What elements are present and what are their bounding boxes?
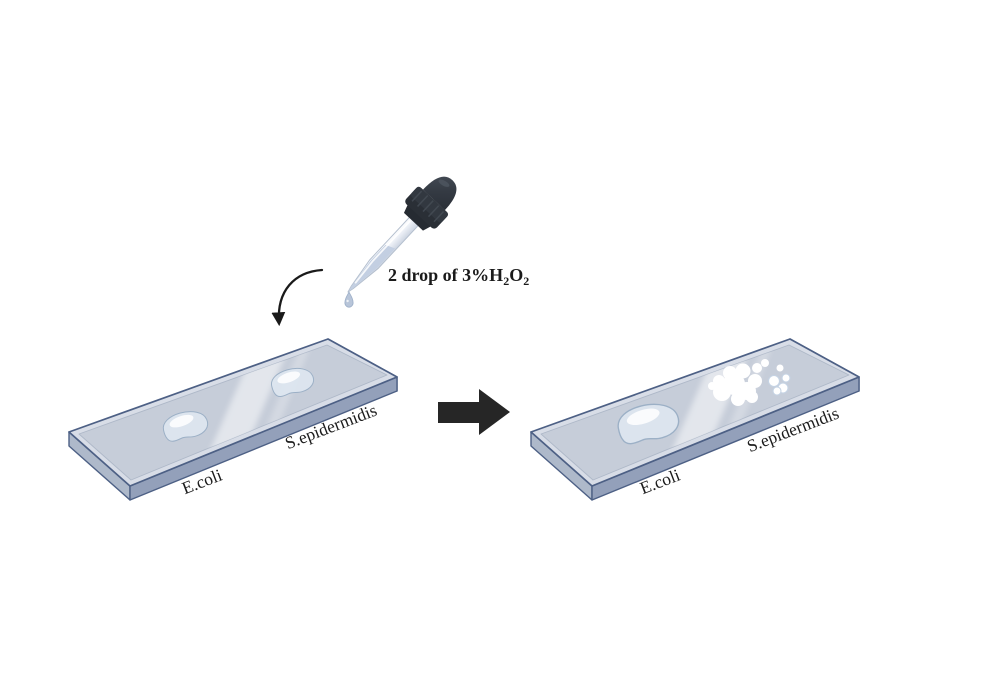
- bubbles-foam-icon: [708, 359, 791, 406]
- dropper-liquid: [348, 244, 396, 292]
- dropper-bulb: [422, 176, 457, 211]
- dropper-icon: [347, 176, 457, 293]
- dropper-collar: [403, 186, 449, 231]
- slide-after: E.coli S.epidermidis: [531, 338, 859, 500]
- drop-annotation: 2 drop of 3%H2O2: [388, 265, 529, 288]
- right-block-arrow-icon: [438, 389, 510, 435]
- slide-before: E.coli S.epidermidis: [69, 338, 397, 500]
- liquid-droplet-icon: [344, 291, 354, 308]
- curved-arrow-icon: [271, 268, 324, 327]
